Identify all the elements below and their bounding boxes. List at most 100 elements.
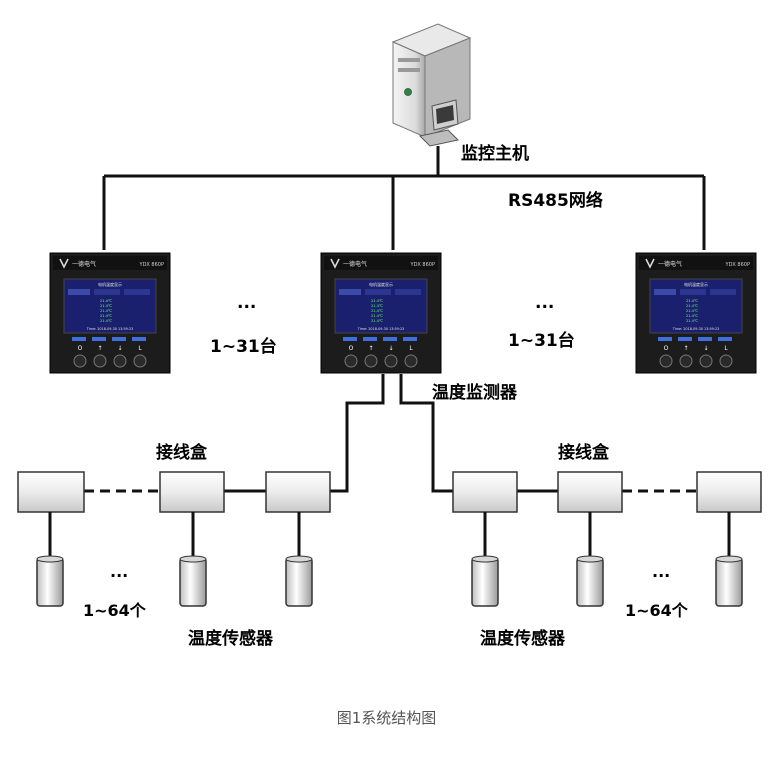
brand-name: 一德电气	[72, 260, 96, 268]
soft-key	[718, 337, 732, 341]
soft-key	[112, 337, 126, 341]
ellipsis-left: ...	[237, 293, 257, 313]
control-button	[384, 354, 398, 368]
temperature-sensor-1	[36, 512, 64, 607]
junction-box-chain-right	[452, 471, 762, 513]
soft-key	[72, 337, 86, 341]
button-symbol: ↓	[703, 345, 708, 352]
control-button	[659, 354, 673, 368]
screen-reading: 21.4℃	[686, 304, 698, 308]
screen-reading: 21.4℃	[686, 319, 698, 323]
screen-tab	[680, 289, 706, 295]
screen-tab	[710, 289, 736, 295]
button-symbol: ↑	[97, 345, 102, 352]
screen-title: 电机温度显示	[369, 281, 393, 287]
sensor-top	[285, 555, 313, 563]
soft-key	[343, 337, 357, 341]
soft-key	[132, 337, 146, 341]
screen-reading: 21.4℃	[686, 309, 698, 313]
temperature-sensor-6	[715, 512, 743, 607]
monitor-label: 温度监测器	[432, 383, 517, 403]
monitor-header-strip	[53, 256, 167, 270]
sensor-count-right: 1~64个	[625, 601, 688, 620]
button-symbol: O	[664, 345, 669, 352]
control-button	[93, 354, 107, 368]
button-symbol: O	[349, 345, 354, 352]
screen-reading: 21.4℃	[371, 299, 383, 303]
control-button	[73, 354, 87, 368]
screen-tab	[94, 289, 120, 295]
figure-caption: 图1系统结构图	[336, 709, 437, 727]
sensor-top	[576, 555, 604, 563]
model-number: YDX 860P	[725, 262, 750, 268]
soft-key	[698, 337, 712, 341]
button-symbol: ↓	[388, 345, 393, 352]
screen-timestamp: Time: 2018-09-30 13:59:23	[357, 327, 405, 331]
soft-key	[403, 337, 417, 341]
screen-reading: 21.4℃	[100, 299, 112, 303]
monitor-screen	[649, 278, 743, 334]
screen-timestamp: Time: 2018-09-30 13:59:23	[86, 327, 134, 331]
screen-tab	[395, 289, 421, 295]
control-button	[344, 354, 358, 368]
screen-reading: 21.4℃	[686, 299, 698, 303]
device-count-right: 1~31台	[508, 331, 575, 351]
soft-key	[678, 337, 692, 341]
screen-reading: 21.4℃	[686, 314, 698, 318]
brand-logo-icon	[645, 258, 655, 269]
sensor-label-right: 温度传感器	[480, 629, 565, 649]
screen-reading: 21.4℃	[371, 309, 383, 313]
control-button	[404, 354, 418, 368]
screen-reading: 21.4℃	[100, 304, 112, 308]
host-computer-icon	[391, 23, 472, 147]
control-button	[133, 354, 147, 368]
temperature-sensor-2	[179, 512, 207, 607]
device-count-left: 1~31台	[210, 337, 277, 357]
network-label: RS485网络	[508, 191, 603, 211]
button-symbol: ↑	[368, 345, 373, 352]
model-number: YDX 860P	[410, 262, 435, 268]
button-symbol: O	[78, 345, 83, 352]
screen-tab	[654, 289, 676, 295]
screen-reading: 21.4℃	[371, 304, 383, 308]
sensor-count-left: 1~64个	[83, 601, 146, 620]
monitor-header-strip	[639, 256, 753, 270]
button-symbol: L	[409, 345, 413, 352]
screen-reading: 21.4℃	[371, 314, 383, 318]
sensor-top	[715, 555, 743, 563]
control-button	[364, 354, 378, 368]
sensor-top	[471, 555, 499, 563]
button-symbol: L	[724, 345, 728, 352]
sensor-body	[576, 557, 604, 607]
monitor-header-strip	[324, 256, 438, 270]
temperature-sensor-3	[285, 512, 313, 607]
soft-key	[383, 337, 397, 341]
soft-key	[658, 337, 672, 341]
sensor-body	[715, 557, 743, 607]
brand-name: 一德电气	[343, 260, 367, 268]
brand-logo-icon	[330, 258, 340, 269]
temperature-sensor-4	[471, 512, 499, 607]
temperature-sensors	[36, 512, 743, 607]
soft-key	[92, 337, 106, 341]
monitor-screen	[63, 278, 157, 334]
screen-reading: 21.4℃	[371, 319, 383, 323]
brand-name: 一德电气	[658, 260, 682, 268]
sensor-top	[36, 555, 64, 563]
screen-title: 电机温度显示	[98, 281, 122, 287]
screen-tab	[124, 289, 150, 295]
sensor-body	[36, 557, 64, 607]
button-symbol: ↑	[683, 345, 688, 352]
junction-box-label-right: 接线盒	[558, 443, 609, 463]
model-number: YDX 860P	[139, 262, 164, 268]
control-button	[113, 354, 127, 368]
screen-tab	[339, 289, 361, 295]
screen-title: 电机温度显示	[684, 281, 708, 287]
sensor-label-left: 温度传感器	[188, 629, 273, 649]
junction-box-chain-left	[17, 471, 331, 513]
control-button	[719, 354, 733, 368]
screen-reading: 21.4℃	[100, 319, 112, 323]
